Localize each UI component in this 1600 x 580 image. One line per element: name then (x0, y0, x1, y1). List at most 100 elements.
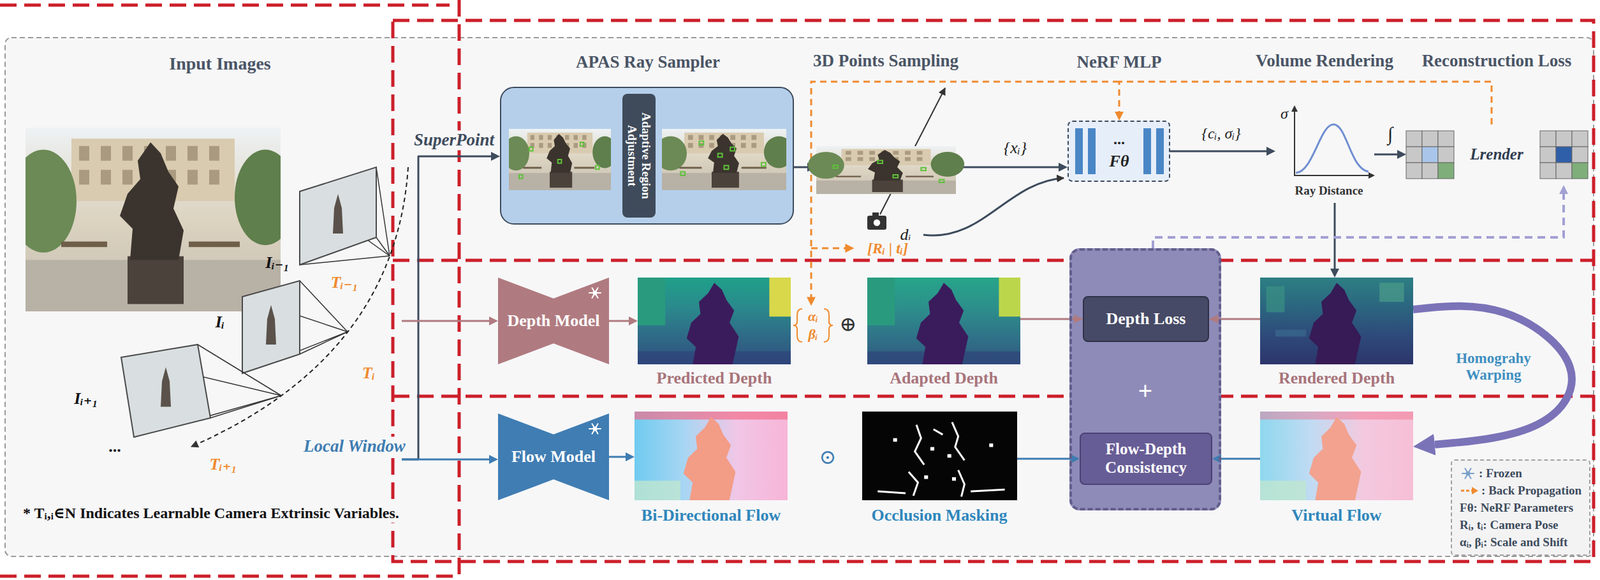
tree-shape (931, 151, 965, 177)
image-area (538, 142, 543, 148)
mask-image-graphic (862, 411, 1018, 500)
legend-box: : Frozen: Back PropagationFθ: NeRF Param… (1450, 459, 1591, 556)
text-slot: SuperPoint (411, 130, 497, 150)
image-area (751, 135, 757, 141)
sampling-image: 3D Points Sampling (816, 146, 956, 194)
image-area (573, 142, 578, 148)
text-slot: Tᵢ (362, 363, 375, 383)
flow-image-graphic (634, 411, 788, 500)
trajectory-arc (191, 167, 409, 447)
annotation-label: βᵢ (808, 325, 819, 342)
image-area (862, 411, 1018, 500)
frame-statue (160, 367, 171, 407)
pixel-cell (1438, 130, 1454, 147)
annotation-label: Tᵢ₊₁ (209, 454, 237, 474)
image-caption: Adapted Depth (889, 368, 999, 388)
legend-label: Rᵢ, tᵢ: Camera Pose (1459, 517, 1558, 532)
connector (1334, 202, 1336, 269)
layer-bar (1156, 128, 1164, 175)
annotation-label: ... (108, 436, 122, 456)
pixel-cell (1438, 146, 1454, 163)
image-area (751, 142, 757, 148)
flow-image-graphic (1260, 411, 1414, 500)
pixel-cell (1422, 130, 1439, 147)
image-area (547, 142, 552, 148)
image-area (857, 151, 864, 155)
keypoint (832, 165, 838, 169)
text-slot: βᵢ (808, 325, 819, 342)
image-area (1260, 480, 1307, 500)
layer-bar (1143, 128, 1152, 175)
pixel-cell (1571, 162, 1588, 179)
edge-label: Homograhy Warping (1450, 350, 1537, 384)
connector (609, 455, 626, 458)
pixel-cell (1438, 162, 1454, 179)
text-slot: Predicted Depth (656, 368, 773, 388)
loss-grids: Reconstruction LossLrender (1406, 124, 1588, 185)
pixel-cell (1540, 162, 1556, 179)
connector (1221, 457, 1261, 460)
pixel-cell (1422, 146, 1439, 163)
keypoint (718, 153, 723, 157)
image-area (122, 146, 133, 161)
loss-symbol: Lrender (1469, 145, 1523, 164)
image-area (187, 146, 198, 161)
mask-stroke (877, 491, 906, 493)
tree-shape (502, 136, 530, 171)
camera-icon (872, 212, 879, 217)
pixel-cell (1540, 146, 1556, 163)
text-slot: Tᵢ₊₁ (209, 454, 237, 474)
connector (1152, 193, 1564, 249)
keypoint (529, 147, 534, 152)
pixel-cell (1571, 146, 1588, 163)
legend-label: : Back Propagation (1481, 483, 1582, 498)
frame-border (5, 37, 1594, 557)
image-area (1260, 277, 1414, 365)
image-area (845, 156, 852, 161)
image-shape (546, 133, 573, 173)
image-area (1275, 329, 1307, 337)
image-area (893, 438, 898, 442)
annotation-dash (0, 3, 450, 8)
keypoint (730, 147, 735, 152)
text-slot: Depth Model (506, 311, 600, 331)
image-area (634, 411, 788, 500)
tree-shape (807, 151, 845, 179)
frustum-line (376, 167, 390, 256)
loss-box: Depth Loss (1082, 295, 1210, 342)
connector (1119, 81, 1492, 125)
image-area (709, 142, 715, 148)
image-shape (683, 416, 736, 500)
section-title: 3D Points Sampling (813, 51, 959, 71)
tree-shape (654, 136, 687, 171)
legend-label: Fθ: NeRF Parameters (1459, 500, 1574, 515)
image-caption: Rendered Depth (1278, 368, 1395, 388)
brace (823, 308, 833, 342)
text-slot: Homograhy Warping (1450, 350, 1537, 384)
image-area (741, 167, 767, 169)
tree-shape (592, 136, 617, 169)
connector (955, 166, 1059, 169)
keypoint (580, 142, 585, 147)
frozen-icon (1459, 465, 1477, 481)
text-slot: + (1138, 376, 1153, 406)
camera-icon (867, 215, 887, 230)
plot-axis-tip (1368, 172, 1375, 179)
text-slot: Input Images (168, 53, 271, 74)
text-slot: Lrender (1469, 145, 1523, 164)
frozen-icon-core (593, 426, 597, 430)
image-caption: Virtual Flow (1291, 505, 1382, 525)
frozen-icon-stroke (592, 423, 599, 434)
keypoint (519, 174, 523, 179)
plot-axis (1294, 109, 1373, 176)
image-shape (1309, 416, 1362, 500)
connector (401, 156, 492, 460)
text-slot: {xᵢ} (1003, 138, 1027, 158)
image-shape (916, 282, 969, 365)
image-area (867, 277, 895, 326)
loss-label: Flow-Depth Consistency (1088, 440, 1204, 478)
text-slot: Flow-Depth Consistency (1088, 440, 1204, 478)
depth-image: Rendered Depth (1260, 277, 1414, 365)
frozen-icon-stroke (592, 423, 599, 434)
image-area (930, 447, 935, 451)
